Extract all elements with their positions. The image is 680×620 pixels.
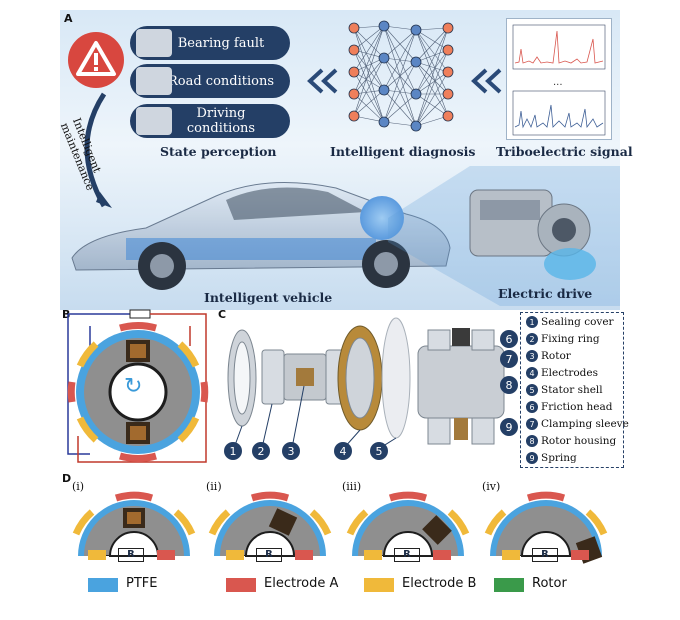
legend-label-rotor: Rotor [532, 576, 567, 591]
warning-icon [68, 32, 124, 88]
legend-swatch-rotor [494, 578, 524, 592]
intelligent-vehicle-caption: Intelligent vehicle [204, 290, 333, 305]
part-number-badge: 4 [334, 442, 352, 460]
resistor-label: R [256, 548, 282, 562]
legend-swatch-electrode-b [364, 578, 394, 592]
bearing-icon [136, 29, 172, 57]
resistor-label: R [394, 548, 420, 562]
signal-card: ... [506, 18, 612, 140]
triboelectric-signal-plots: ... [512, 24, 606, 136]
double-chevron-left-icon [307, 68, 338, 94]
part-number-badge: 7 [500, 350, 518, 368]
magnify-highlight [360, 196, 404, 240]
part-number-badge: 3 [282, 442, 300, 460]
triboelectric-signal-caption: Triboelectric signal [496, 144, 633, 159]
road-icon [136, 67, 172, 95]
legend-label-electrode-b: Electrode B [402, 576, 477, 591]
stage-label: (ii) [206, 480, 222, 493]
part-number-badge: 2 [252, 442, 270, 460]
legend-label-electrode-a: Electrode A [264, 576, 339, 591]
double-chevron-left-icon [471, 68, 502, 94]
stage-label: (i) [72, 480, 85, 493]
panel-d-stages-diagram [72, 491, 608, 564]
curved-arrow-icon [84, 92, 112, 208]
panel-b-circuit-diagram [67, 309, 209, 463]
legend-swatch-ptfe [88, 578, 118, 592]
panel-c-letter: C [218, 308, 227, 321]
state-item-road-conditions: Road conditions [130, 64, 290, 98]
panel-d-letter: D [62, 472, 72, 485]
resistor-circuit: R [226, 548, 322, 562]
electric-drive-caption: Electric drive [498, 286, 593, 301]
part-number-badge: 5 [370, 442, 388, 460]
state-item-bearing-fault: Bearing fault [130, 26, 290, 60]
stage-label: (iv) [482, 480, 501, 493]
resistor-circuit: R [364, 548, 460, 562]
part-number-badge: 1 [224, 442, 242, 460]
stage-i-semicircle [72, 491, 196, 557]
part-number-badge: 8 [500, 376, 518, 394]
state-perception-caption: State perception [160, 144, 277, 159]
resistor-circuit: R [502, 548, 598, 562]
rotation-arrow-icon: ↻ [124, 374, 143, 399]
vehicle-illustration [71, 182, 451, 290]
part-number-badge: 6 [500, 330, 518, 348]
legend-label-ptfe: PTFE [126, 576, 158, 591]
resistor-circuit: R [88, 548, 184, 562]
signal-ellipsis: ... [553, 77, 563, 88]
neural-network-diagram [348, 20, 454, 132]
resistor-label: R [532, 548, 558, 562]
parts-legend-box [520, 312, 624, 468]
state-item-driving-conditions: Driving conditions [130, 104, 290, 138]
car-icon [136, 107, 172, 135]
part-number-badge: 9 [500, 418, 518, 436]
intelligent-diagnosis-caption: Intelligent diagnosis [330, 144, 476, 159]
electric-drive-illustration [469, 189, 596, 280]
panel-c-exploded-view [227, 317, 505, 449]
resistor-label: R [118, 548, 144, 562]
panel-a-letter: A [64, 12, 73, 25]
stage-label: (iii) [342, 480, 362, 493]
panel-b-letter: B [62, 308, 71, 321]
legend-swatch-electrode-a [226, 578, 256, 592]
